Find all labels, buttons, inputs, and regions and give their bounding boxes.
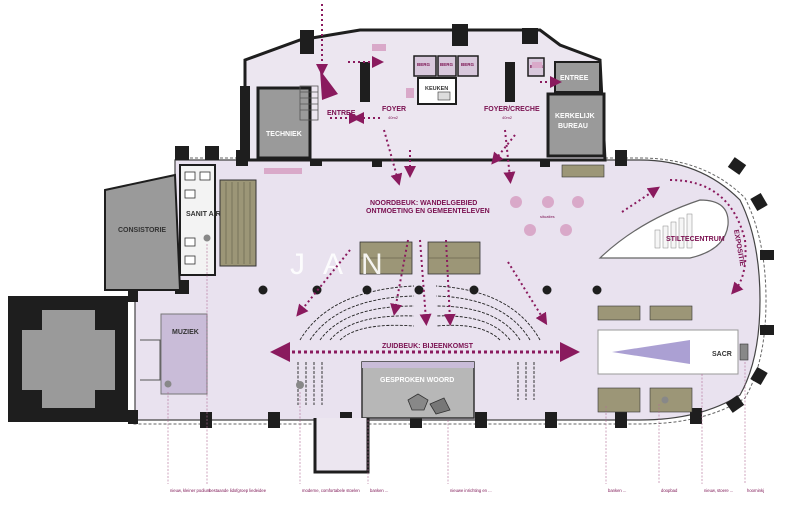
bench-right-3 [597, 387, 641, 413]
stiltecentrum-candles [654, 213, 693, 249]
muziek-label: MUZIEK [172, 329, 199, 336]
foyer-label: FOYER [382, 106, 406, 113]
expositie-path [669, 179, 747, 295]
nave-outer-wall [132, 157, 767, 425]
footnote-8: nieuw, stoere ... [704, 488, 733, 493]
organ-block-lines [225, 182, 251, 264]
entree-top-label: ENTREE [327, 110, 356, 117]
berg1-label: BERG [417, 62, 431, 67]
footnote-9: hoorninkj [747, 488, 764, 493]
footnote-3: moderne, comfortabele stoelen [302, 488, 360, 493]
toilet-fixtures [184, 171, 211, 265]
bureau-label: BUREAU [558, 123, 588, 130]
kerkelijk-label: KERKELIJK [555, 113, 595, 120]
tables-tag: situaties [540, 214, 555, 219]
altar-block [739, 343, 749, 361]
gesproken-woord-header [362, 362, 474, 368]
south-entry-annex [313, 418, 370, 474]
techniek-room [256, 86, 312, 160]
noordbeuk-label-2: ONTMOETING EN GEMEENTELEVEN [366, 208, 490, 215]
bench-marker [661, 396, 669, 404]
zuidbeuk-label: ZUIDBEUK: BIJEENKOMST [382, 343, 474, 350]
footnote-1: nieuw, kleiner podium [170, 488, 211, 493]
footnote-7: doopbad [661, 488, 678, 493]
berg2-label: BERG [440, 62, 454, 67]
pulpit-shape [407, 393, 429, 411]
techniek-label: TECHNIEK [266, 131, 302, 138]
left-stair [299, 85, 319, 121]
foyercreche-label: FOYER/CRECHE [484, 106, 540, 113]
bench-right-4 [649, 387, 693, 413]
entry-big-arrow [320, 70, 338, 100]
keuken-counter [437, 91, 451, 101]
consistorie-room [104, 173, 182, 291]
sacr-label: SACR [712, 351, 732, 358]
kerkelijk-bureau-room [546, 92, 606, 158]
berg3-label: BERG [461, 62, 475, 67]
sacr-beam [612, 340, 690, 364]
stiltecentrum-label: STILTECENTRUM [666, 236, 725, 243]
footnote-5: nieuwe inrichting en ... [450, 488, 492, 493]
pink-tags [264, 44, 542, 174]
bench-right-1 [597, 305, 641, 321]
entree-right-label: ENTREE [560, 75, 589, 82]
meeting-tables [510, 196, 584, 236]
circulation-arrows [296, 4, 660, 326]
bench-right-2 [649, 305, 693, 321]
podium-stair [140, 339, 161, 381]
footnote-4: banken ... [370, 488, 388, 493]
footnote-6: banken ... [608, 488, 626, 493]
foyer-area: 40m2 [388, 115, 399, 120]
consistorie-label: CONSISTORIE [118, 227, 166, 234]
seating-arcs [299, 285, 541, 341]
sanitair-marker [203, 234, 211, 242]
tower-inner-cross [22, 310, 115, 408]
muziek-marker [164, 380, 172, 388]
side-chair-rows [297, 362, 535, 405]
watermark: JAN [290, 248, 401, 281]
bench-north-right [561, 164, 605, 178]
keuken-label: KEUKEN [425, 86, 448, 92]
sanitair-label: SANIT AIR [186, 211, 221, 218]
foyercreche-area: 40m2 [502, 115, 513, 120]
noordbeuk-label-1: NOORDBEUK: WANDELGEBIED [370, 200, 477, 207]
footnote-leaders [167, 244, 746, 484]
footnote-2: bestaande lidofgroep liedeidee [209, 488, 267, 493]
side-marker-left [296, 381, 304, 389]
zuidbeuk-arrow [270, 342, 580, 362]
annex-wall-blocks [240, 24, 538, 160]
gesproken-woord-label: GESPROKEN WOORD [380, 377, 454, 384]
lectern-shape [429, 397, 451, 415]
